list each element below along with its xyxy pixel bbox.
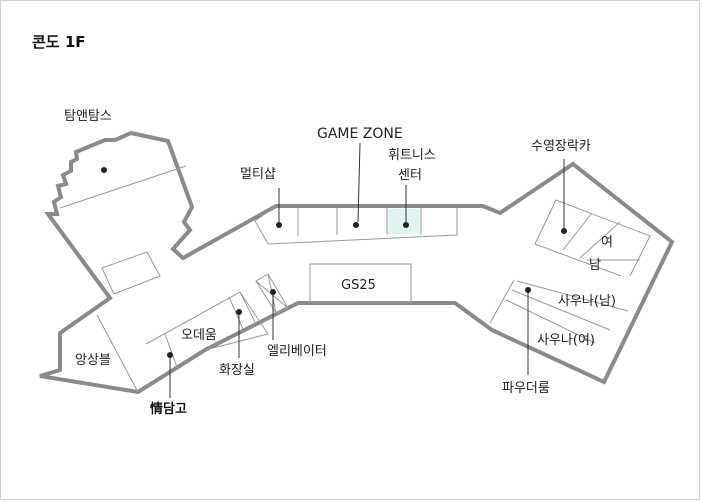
label-jeongdamgo: 情담고 bbox=[150, 401, 187, 417]
label-sauna-men: 사우나(남) bbox=[558, 294, 616, 309]
label-angsangbul: 앙상블 bbox=[75, 353, 111, 368]
label-women: 여 bbox=[601, 235, 613, 250]
label-gs25: GS25 bbox=[341, 278, 376, 293]
label-multishop: 멀티샵 bbox=[240, 167, 276, 182]
map-title: 콘도 1F bbox=[32, 33, 86, 51]
fitness-center-highlight bbox=[388, 209, 420, 234]
label-pool-locker: 수영장락카 bbox=[531, 139, 591, 154]
label-fitness-2: 센터 bbox=[398, 168, 422, 183]
label-sauna-women: 사우나(여) bbox=[537, 333, 595, 348]
label-men: 남 bbox=[589, 258, 601, 273]
label-powder-room: 파우더룸 bbox=[502, 381, 550, 396]
label-odeum: 오데움 bbox=[181, 328, 217, 343]
label-elevator: 엘리베이터 bbox=[267, 344, 327, 359]
building-outline bbox=[39, 130, 675, 395]
gs25-box bbox=[309, 263, 412, 303]
label-restroom: 화장실 bbox=[219, 363, 255, 378]
label-game-zone: GAME ZONE bbox=[317, 126, 403, 142]
label-fitness-1: 휘트니스 bbox=[388, 148, 436, 163]
label-tapentaps: 탐앤탐스 bbox=[64, 109, 112, 124]
